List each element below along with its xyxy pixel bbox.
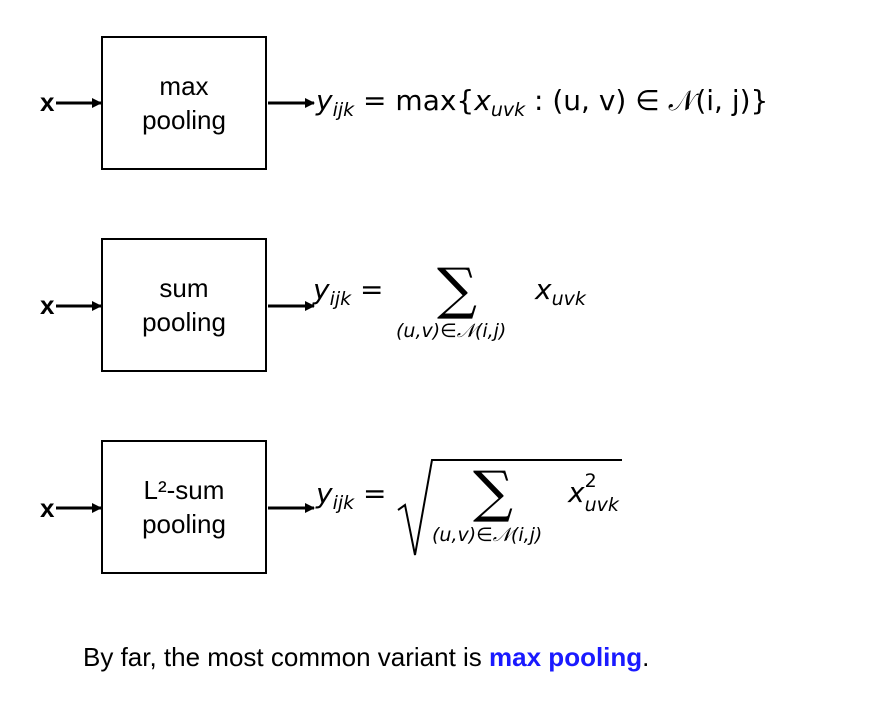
input-x: x (40, 290, 55, 320)
box-label-line1: max (159, 71, 209, 101)
sum-formula-lhs: yijk = (313, 273, 384, 310)
input-x: x (40, 87, 55, 117)
box-label-line2: pooling (142, 509, 226, 539)
l2-sum-pooling-box: L²-sum pooling (101, 440, 267, 574)
l2-index-set: (u,v)∈𝒩(i,j) (432, 524, 543, 546)
sum-pooling-row: x sum pooling yijk = ∑ (u,v)∈𝒩(i,j) xuvk (0, 0, 878, 372)
max-pooling-row: x max pooling yijk = max{xuvk : (u, v) ∈… (0, 0, 878, 170)
l2-sigma: ∑ (473, 460, 513, 525)
footer-prefix: By far, the most common variant is (83, 642, 490, 672)
max-pooling-box: max pooling (101, 36, 267, 170)
sum-term: xuvk (535, 273, 586, 310)
box-label-line1: L²-sum (143, 475, 225, 505)
footer-highlight: max pooling (489, 642, 643, 672)
max-formula: yijk = max{xuvk : (u, v) ∈ 𝒩(i, j)} (316, 84, 769, 121)
input-x: x (40, 493, 55, 523)
box-label-line1: sum (159, 273, 209, 303)
l2-pooling-row: x L²-sum pooling yijk = ∑ (u,v)∈𝒩(i,j) x… (0, 0, 878, 574)
sum-pooling-box: sum pooling (101, 238, 267, 372)
box-label-line2: pooling (142, 105, 226, 135)
sqrt-sign (397, 459, 622, 556)
sum-index-set: (u,v)∈𝒩(i,j) (396, 320, 507, 342)
footer-suffix: . (642, 642, 650, 672)
box-label-line2: pooling (142, 307, 226, 337)
footer-caption: By far, the most common variant is max p… (83, 642, 649, 673)
sum-sigma: ∑ (437, 257, 477, 322)
l2-formula-lhs: yijk = (316, 477, 387, 514)
